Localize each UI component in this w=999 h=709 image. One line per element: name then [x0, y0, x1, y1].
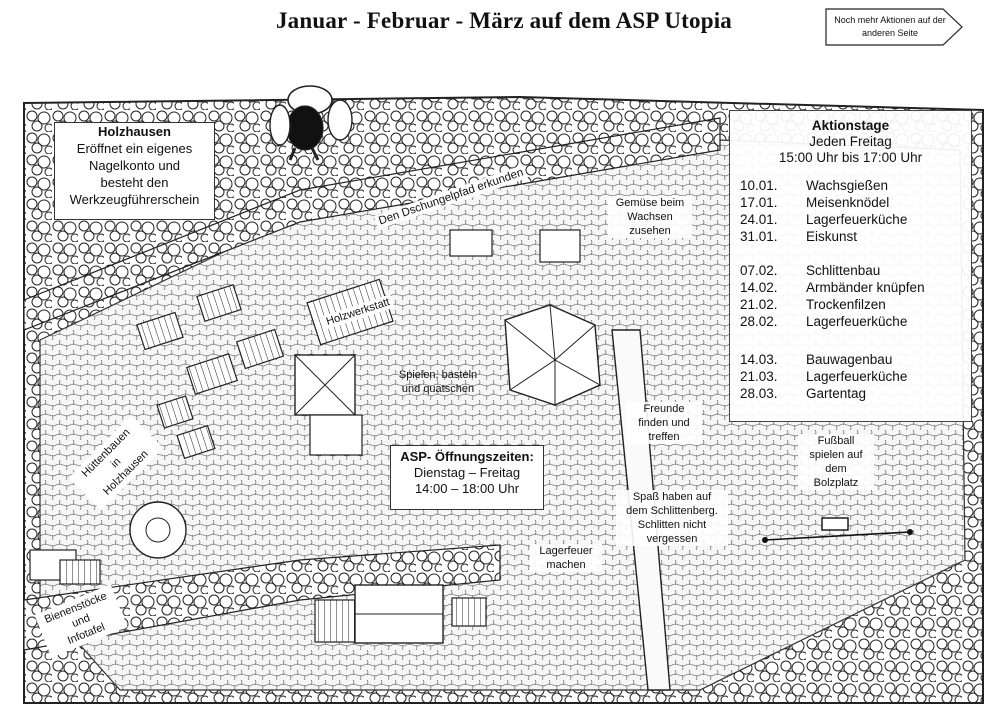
- hut: [176, 424, 216, 460]
- hut: [235, 328, 285, 370]
- schedule-row: 10.01.Wachsgießen: [740, 178, 889, 193]
- opening-hours-heading: ASP- Öffnungszeiten:: [400, 449, 534, 464]
- bottom-building: [314, 599, 356, 643]
- label-spass: Spaß haben auf dem Schlittenberg. Schlit…: [616, 490, 728, 546]
- hut: [136, 311, 184, 351]
- holzhausen-heading: Holzhausen: [98, 124, 171, 139]
- schedule-row: 31.01.Eiskunst: [740, 229, 858, 244]
- arrow-shape-icon: [825, 8, 963, 46]
- more-actions-badge[interactable]: Noch mehr Aktionen auf der anderen Seite: [825, 8, 963, 46]
- fire-pit: [129, 501, 187, 559]
- greenhouse: [539, 229, 581, 263]
- label-lagerfeuer: Lagerfeuer machen: [530, 544, 602, 572]
- schedule-row: 28.03.Gartentag: [740, 386, 867, 401]
- holzhausen-box: Holzhausen Eröffnet ein eigenes Nagelkon…: [54, 122, 215, 220]
- label-spielen: Spielen, basteln und quatschen: [398, 369, 478, 395]
- label-gemuese: Gemüse beim Wachsen zusehen: [608, 196, 692, 238]
- holzhausen-line: Eröffnet ein eigenes: [76, 141, 193, 156]
- page-title: Januar - Februar - März auf dem ASP Utop…: [275, 8, 733, 33]
- aktionstage-subheading: Jeden Freitag: [809, 134, 892, 149]
- hut: [196, 284, 242, 322]
- holzhausen-line: Werkzeugführerschein: [69, 192, 200, 207]
- hut: [185, 353, 239, 395]
- top-hedge: [23, 117, 721, 331]
- bottom-building: [451, 597, 487, 627]
- schedule-row: 17.01.Meisenknödel: [740, 195, 890, 210]
- opening-hours-box: ASP- Öffnungszeiten: Dienstag – Freitag …: [390, 445, 544, 510]
- mascot-figure: [269, 85, 353, 161]
- schedule-row: 28.02.Lagerfeuerküche: [740, 314, 908, 329]
- opening-hours-days: Dienstag – Freitag: [413, 465, 521, 480]
- schedule-row: 24.01.Lagerfeuerküche: [740, 212, 908, 227]
- lower-path: [23, 544, 501, 651]
- label-fussball: Fußball spielen auf dem Bolzplatz: [798, 434, 874, 490]
- aktionstage-time: 15:00 Uhr bis 17:00 Uhr: [778, 150, 923, 165]
- hut: [156, 395, 194, 429]
- label-freunde: Freunde finden und treffen: [626, 402, 702, 444]
- wagon: [449, 229, 493, 257]
- aktionstage-heading: Aktionstage: [811, 118, 890, 133]
- main-house-annex: [309, 414, 363, 456]
- goal: [821, 517, 849, 531]
- holzhausen-line: besteht den: [100, 175, 169, 190]
- schedule-row: 14.02.Armbänder knüpfen: [740, 280, 925, 295]
- schedule-row: 07.02.Schlittenbau: [740, 263, 881, 278]
- schedule-row: 14.03.Bauwagenbau: [740, 352, 893, 367]
- bolzplatz-line: [764, 531, 911, 541]
- aktionstage-panel: Aktionstage Jeden Freitag 15:00 Uhr bis …: [729, 110, 972, 422]
- holzhausen-line: Nagelkonto und: [88, 158, 181, 173]
- schedule-row: 21.03.Lagerfeuerküche: [740, 369, 908, 384]
- more-actions-text: Noch mehr Aktionen auf der anderen Seite: [834, 15, 946, 38]
- opening-hours-time: 14:00 – 18:00 Uhr: [414, 481, 520, 496]
- bee-hive: [59, 559, 101, 585]
- schedule-row: 21.02.Trockenfilzen: [740, 297, 886, 312]
